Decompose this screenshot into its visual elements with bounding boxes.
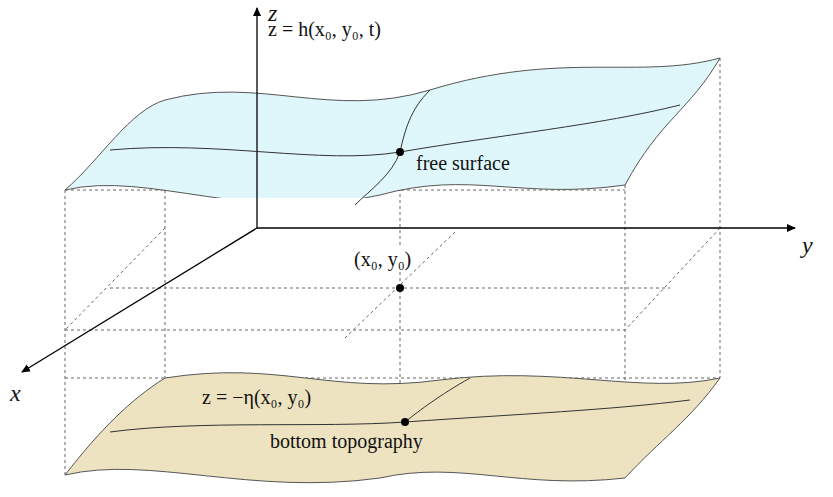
bottom-curve [110,400,690,432]
text-holder: bottom topography [268,430,425,453]
text-holder: y [800,232,815,260]
axis-label: x [8,380,23,406]
axis-label: y [800,232,815,258]
free-surface: z = h(x₀, y₀, t) free surface [60,18,730,198]
z-axis [256,8,257,228]
point-label: (x₀, y₀) [352,248,413,270]
text-holder: x [8,380,23,408]
point-dot [396,284,404,292]
y-axis [257,227,795,228]
bottom-topography: z = −η(x₀, y₀) bottom topography [60,355,730,492]
point-dot [401,418,409,426]
surface-shape [60,18,730,198]
surface-curve [110,105,680,156]
surface-name: free surface [414,152,512,174]
axis-label: z [266,0,279,26]
text-holder: free surface [414,152,512,175]
point-dot [396,148,404,156]
equation-label: z = h(x₀, y₀, t) [266,18,383,40]
text-holder: z [266,0,279,28]
bottom-curve [405,378,470,422]
text-holder: z = h(x₀, y₀, t) [266,18,383,41]
surface-shape [60,355,730,492]
equation-label: z = −η(x₀, y₀) [200,386,313,408]
surface-curve [355,90,430,205]
x-axis [22,228,257,372]
text-holder: z = −η(x₀, y₀) [200,386,313,409]
surface-name: bottom topography [268,430,425,452]
text-holder: (x₀, y₀) [352,248,413,271]
